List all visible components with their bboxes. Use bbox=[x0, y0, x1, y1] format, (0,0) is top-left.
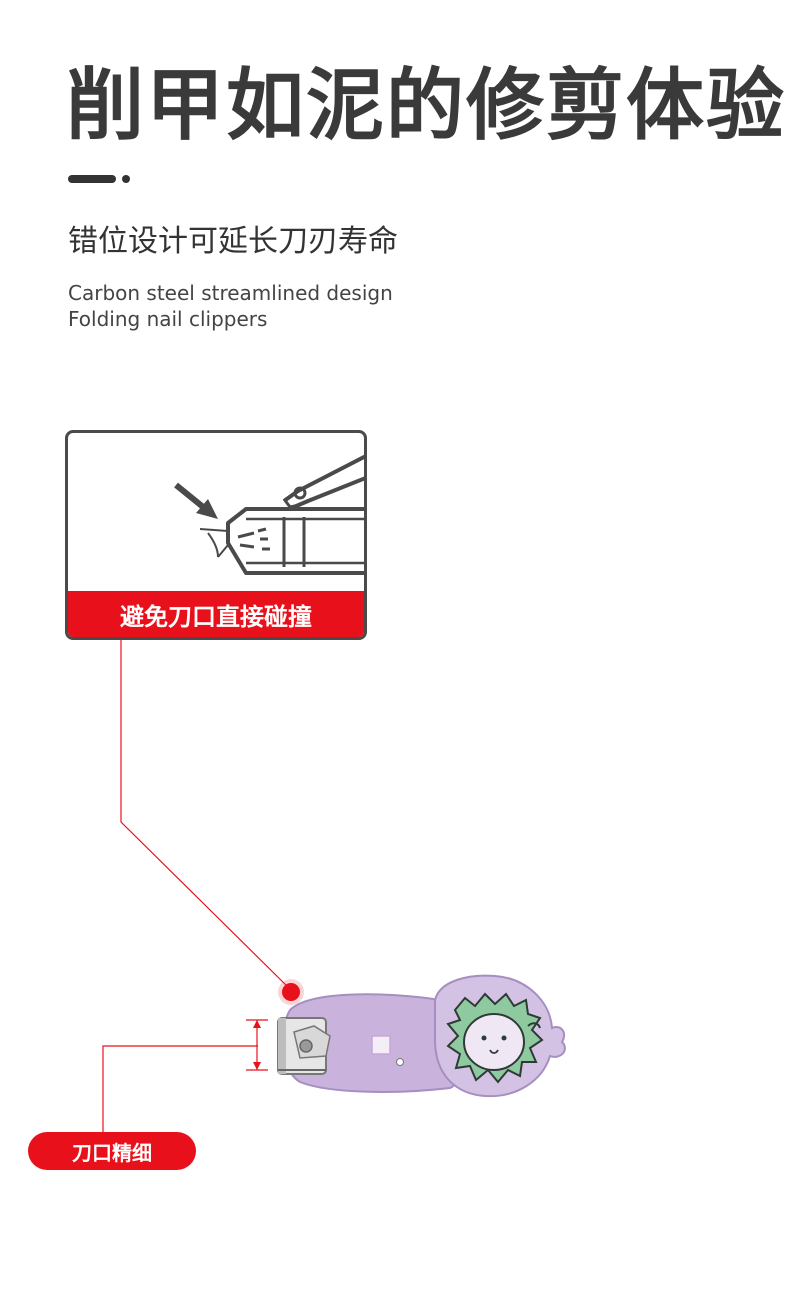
highlight-dot bbox=[282, 983, 300, 1001]
divider-dot bbox=[122, 175, 130, 183]
clipper-blade-diagram-icon bbox=[174, 454, 364, 575]
divider-bar bbox=[68, 175, 116, 183]
nail-clipper-icon bbox=[277, 974, 566, 1098]
english-line-1: Carbon steel streamlined design bbox=[68, 281, 393, 305]
subtitle: 错位设计可延长刀刃寿命 bbox=[68, 224, 398, 259]
headline: 削甲如泥的修剪体验 bbox=[66, 61, 787, 151]
callout-pill: 刀口精细 bbox=[28, 1132, 196, 1170]
illustration-caption: 避免刀口直接碰撞 bbox=[68, 591, 364, 637]
illustration-box: 避免刀口直接碰撞 bbox=[65, 430, 367, 640]
english-line-2: Folding nail clippers bbox=[68, 307, 268, 331]
